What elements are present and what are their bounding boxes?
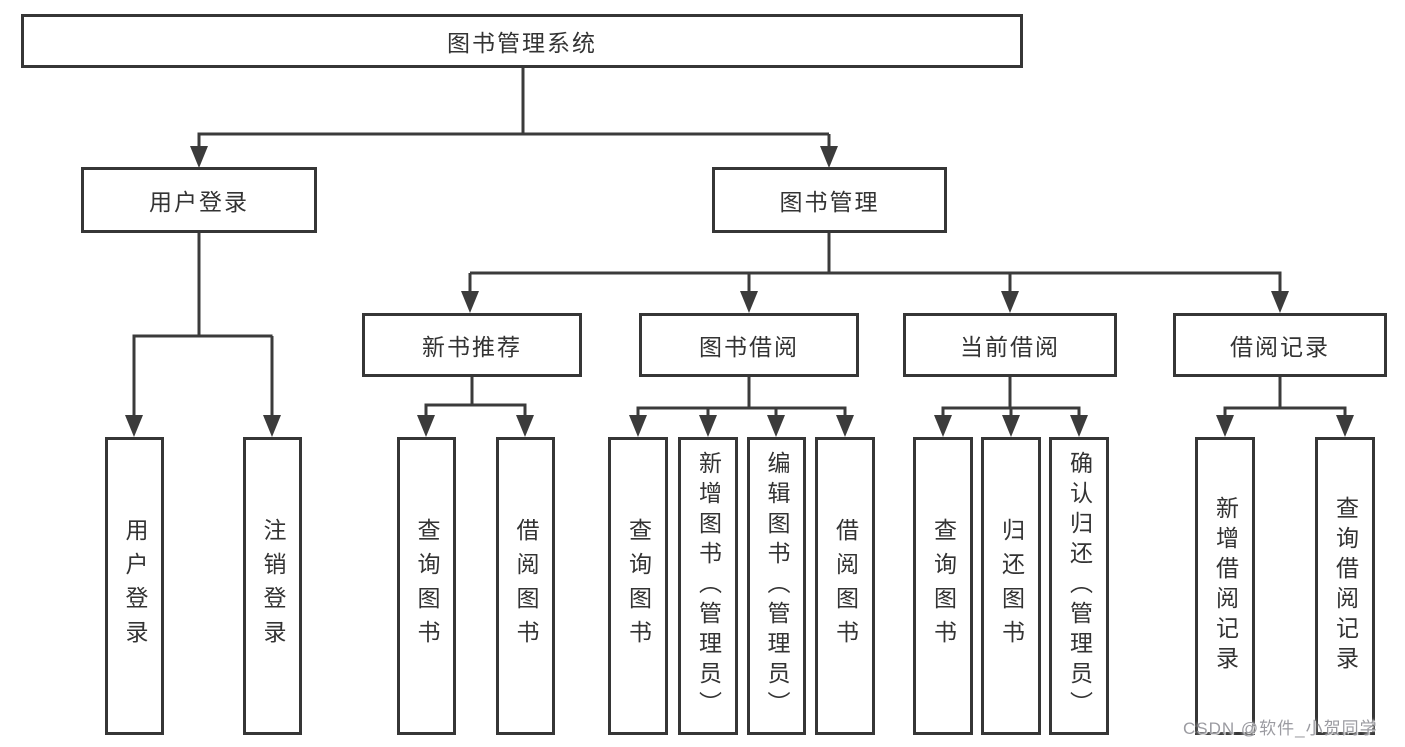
node-label: 借阅图书: [513, 518, 539, 654]
leaf-borrowing-add-books-admin: 新增图书（管理员）: [678, 437, 738, 735]
node-book-borrowing: 图书借阅: [639, 313, 859, 377]
node-current-borrowing: 当前借阅: [903, 313, 1117, 377]
node-label: 归还图书: [998, 518, 1025, 654]
leaf-logout-login: 注销登录: [243, 437, 302, 735]
connector-book-management-to-level3: [468, 233, 1282, 298]
node-label: 新书推荐: [422, 334, 522, 360]
leaf-records-query-borrow-record: 查询借阅记录: [1315, 437, 1375, 735]
leaf-current-query-books: 查询图书: [913, 437, 973, 735]
connector-user-login-children: [132, 232, 274, 422]
node-book-management: 图书管理: [712, 167, 947, 233]
csdn-watermark: CSDN @软件_小贺同学: [1183, 719, 1378, 738]
node-label: 查询图书: [625, 518, 652, 654]
node-label: 图书管理: [779, 189, 880, 215]
node-borrowing-records: 借阅记录: [1173, 313, 1387, 377]
leaf-newbook-query-books: 查询图书: [397, 437, 456, 735]
leaf-borrowing-edit-books-admin: 编辑图书（管理员）: [747, 437, 806, 735]
node-label: 查询借阅记录: [1332, 496, 1359, 676]
node-label: 查询图书: [930, 518, 957, 654]
connector-new-book-children: [424, 377, 527, 422]
node-label: 借阅记录: [1230, 334, 1330, 360]
node-label: 注销登录: [260, 518, 286, 654]
node-library-management-system: 图书管理系统: [21, 14, 1023, 68]
node-label: 图书借阅: [699, 334, 799, 360]
node-label: 新增借阅记录: [1212, 496, 1239, 676]
leaf-records-add-borrow-record: 新增借阅记录: [1195, 437, 1255, 735]
node-label: 用户登录: [149, 189, 249, 215]
leaf-current-confirm-return-admin: 确认归还（管理员）: [1049, 437, 1109, 735]
leaf-user-login: 用户登录: [105, 437, 164, 735]
node-label: 当前借阅: [960, 334, 1060, 360]
node-label: 确认归还（管理员）: [1066, 451, 1093, 721]
node-label: 用户登录: [122, 518, 148, 654]
connector-borrowing-records-children: [1223, 377, 1347, 424]
node-new-book-recommendation: 新书推荐: [362, 313, 582, 377]
leaf-borrowing-query-books: 查询图书: [608, 437, 668, 735]
node-label: 编辑图书（管理员）: [764, 451, 790, 721]
node-label: 新增图书（管理员）: [695, 451, 722, 721]
connector-root-to-level2: [197, 68, 831, 152]
node-label: 查询图书: [414, 518, 440, 654]
leaf-current-return-books: 归还图书: [981, 437, 1041, 735]
leaf-borrowing-borrow-books: 借阅图书: [815, 437, 875, 735]
node-user-login-module: 用户登录: [81, 167, 317, 233]
connector-current-borrowing-children: [941, 377, 1081, 424]
node-label: 借阅图书: [832, 518, 859, 654]
node-label: 图书管理系统: [447, 30, 597, 56]
leaf-newbook-borrow-books: 借阅图书: [496, 437, 555, 735]
connector-book-borrowing-children: [636, 377, 847, 424]
